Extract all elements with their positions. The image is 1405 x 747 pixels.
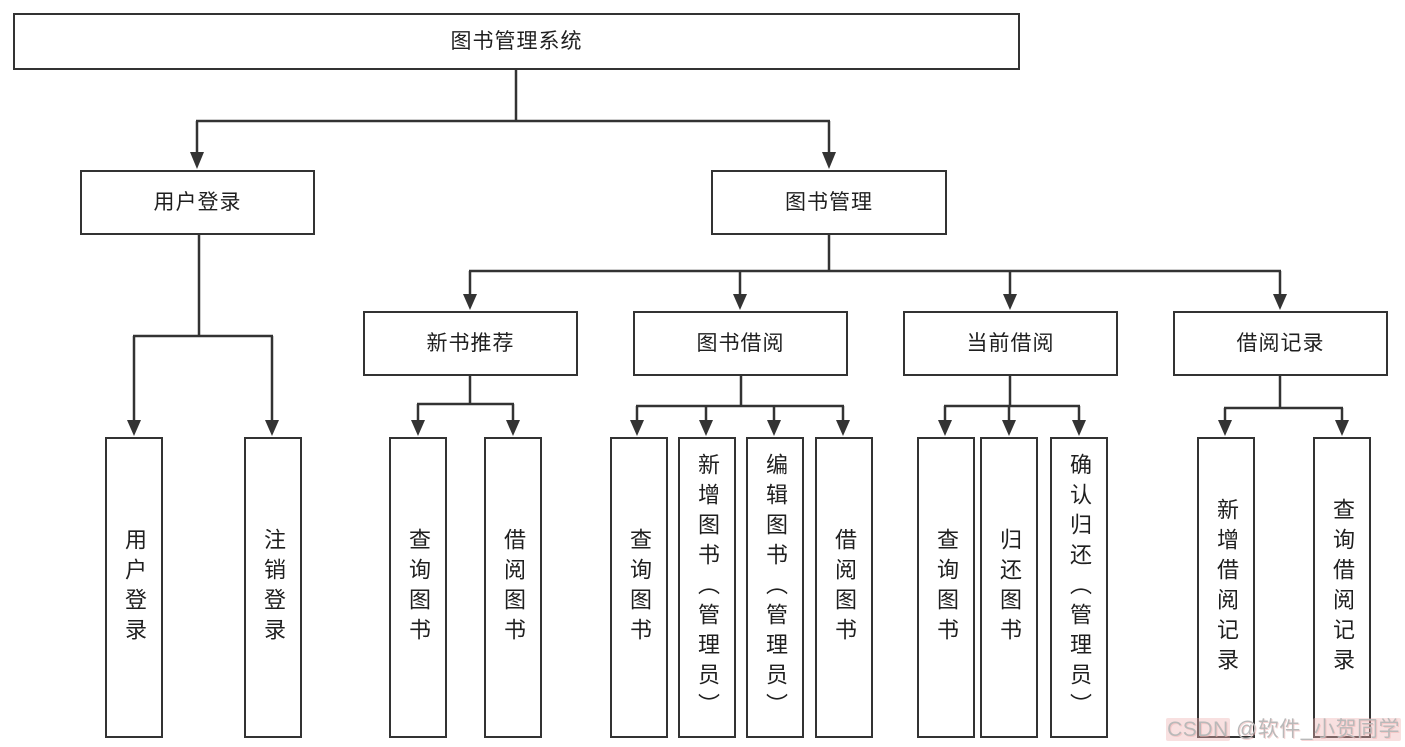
node-current-borrowing: 当前借阅 <box>903 311 1118 376</box>
leaf-query-borrow-record: 查询借阅记录 <box>1313 437 1371 738</box>
leaf-borrow-books-recommend: 借阅图书 <box>484 437 542 738</box>
leaf-return-books: 归还图书 <box>980 437 1038 738</box>
leaf-user-login: 用户登录 <box>105 437 163 738</box>
node-new-book-recommend: 新书推荐 <box>363 311 578 376</box>
node-user-login: 用户登录 <box>80 170 315 235</box>
node-book-borrowing: 图书借阅 <box>633 311 848 376</box>
leaf-add-books-admin: 新增图书（管理员） <box>678 437 736 738</box>
watermark-brand: CSDN <box>1166 718 1230 741</box>
leaf-confirm-return-admin: 确认归还（管理员） <box>1050 437 1108 738</box>
leaf-logout: 注销登录 <box>244 437 302 738</box>
node-book-management: 图书管理 <box>711 170 947 235</box>
leaf-edit-books-admin: 编辑图书（管理员） <box>746 437 804 738</box>
node-borrowing-records: 借阅记录 <box>1173 311 1388 376</box>
node-library-management-system: 图书管理系统 <box>13 13 1020 70</box>
watermark-author: 小贺同学 <box>1313 718 1401 741</box>
watermark-author-prefix: @软件_ <box>1229 718 1313 741</box>
leaf-query-books-current: 查询图书 <box>917 437 975 738</box>
leaf-query-books-recommend: 查询图书 <box>389 437 447 738</box>
leaf-query-books-borrowing: 查询图书 <box>610 437 668 738</box>
leaf-borrow-books: 借阅图书 <box>815 437 873 738</box>
leaf-add-borrow-record: 新增借阅记录 <box>1197 437 1255 738</box>
csdn-watermark: CSDN @软件_小贺同学 <box>1166 713 1401 743</box>
